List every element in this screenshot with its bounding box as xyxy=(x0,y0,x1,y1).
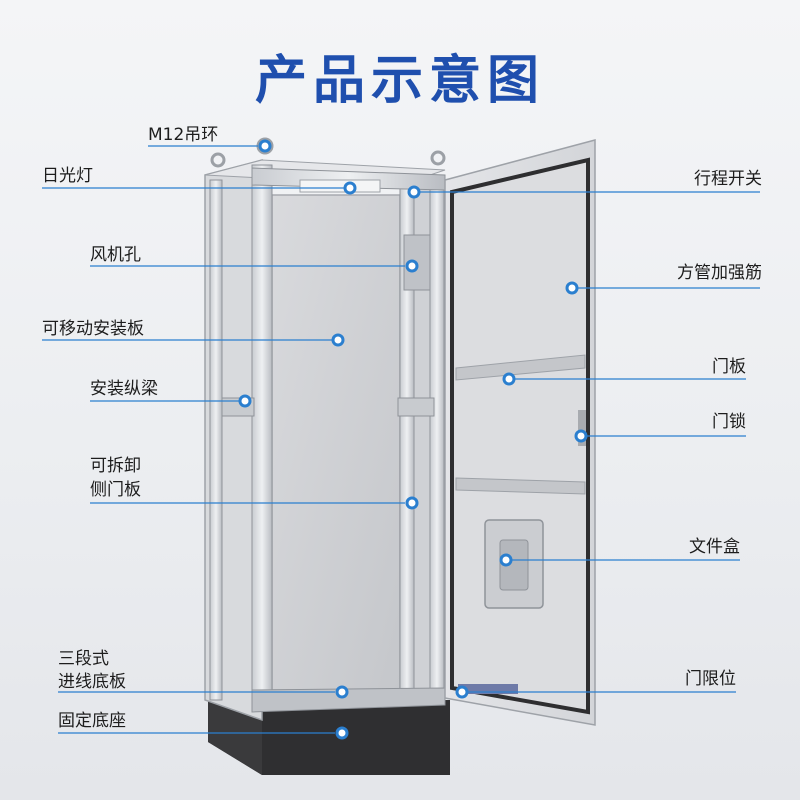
leader-dot-fixed-base xyxy=(335,726,349,740)
cabinet-base xyxy=(208,700,450,775)
cabinet-body xyxy=(204,137,446,722)
leader-dot-lifting-ring xyxy=(258,139,272,153)
label-fan-hole: 风机孔 xyxy=(90,245,141,265)
leader-dot-travel-switch xyxy=(407,185,421,199)
leader-dot-door-panel xyxy=(502,372,516,386)
label-movable-mounting-plate: 可移动安装板 xyxy=(42,319,144,339)
leader-dot-fan-hole xyxy=(405,259,419,273)
leader-dot-document-box xyxy=(499,553,513,567)
leader-dot-sunlight-lamp xyxy=(343,181,357,195)
label-lifting-ring: M12吊环 xyxy=(148,125,219,145)
label-removable-side-door-line1: 可拆卸 xyxy=(90,456,141,476)
leader-dot-side-door xyxy=(405,496,419,510)
label-travel-switch: 行程开关 xyxy=(694,169,762,189)
leader-dot-mounting-beam xyxy=(238,394,252,408)
label-bottom-plate-line1: 三段式 xyxy=(58,649,109,669)
label-square-tube-rib: 方管加强筋 xyxy=(677,263,762,283)
leader-dot-door-lock xyxy=(574,429,588,443)
label-fixed-base: 固定底座 xyxy=(58,711,126,731)
label-bottom-plate-line2: 进线底板 xyxy=(58,672,126,692)
label-door-lock: 门锁 xyxy=(712,412,746,432)
leader-lines xyxy=(42,139,760,740)
leader-dot-mounting-plate xyxy=(331,333,345,347)
page-title: 产品示意图 xyxy=(254,51,545,111)
label-removable-side-door-line2: 侧门板 xyxy=(90,480,141,500)
label-door-panel: 门板 xyxy=(712,357,746,377)
leader-dot-door-stopper xyxy=(455,685,469,699)
label-sunlight-lamp: 日光灯 xyxy=(42,166,93,186)
leader-dot-bottom-plate xyxy=(335,685,349,699)
label-document-box: 文件盒 xyxy=(689,537,740,557)
label-door-stopper: 门限位 xyxy=(685,669,736,689)
label-mounting-beam: 安装纵梁 xyxy=(90,379,158,399)
leader-dot-square-tube-rib xyxy=(565,281,579,295)
cabinet-door xyxy=(444,139,596,726)
